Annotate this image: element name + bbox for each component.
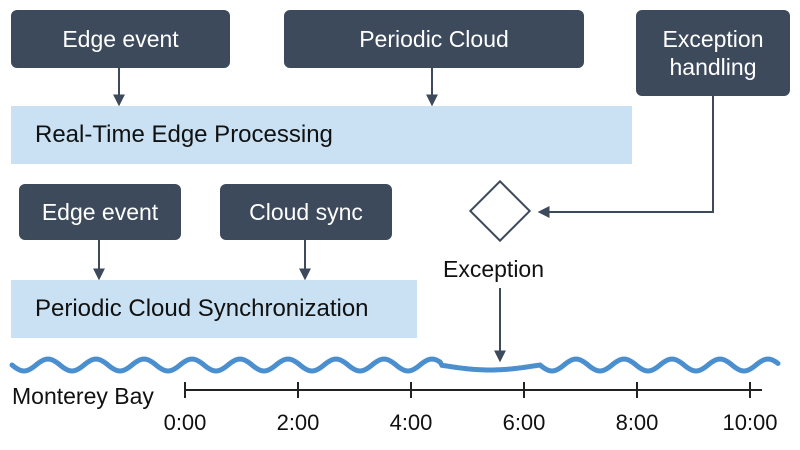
exception-handling-label-line2: handling <box>669 54 757 80</box>
arrow-exception-handling-to-decision <box>537 96 714 218</box>
exception-handling-label-line1: Exception <box>662 25 764 52</box>
edge-event-2-label: Edge event <box>41 198 159 225</box>
timeline-tick-label: 10:00 <box>722 410 778 435</box>
periodic-cloud-sync-band: Periodic Cloud Synchronization <box>11 280 417 338</box>
exception-decision-label: Exception <box>443 256 545 282</box>
edge-event-label: Edge event <box>62 25 179 52</box>
realtime-band-label: Real-Time Edge Processing <box>35 121 333 148</box>
timeline-tick-marks <box>184 382 751 398</box>
timeline-tick-label: 8:00 <box>615 410 659 435</box>
cloud-sync-node: Cloud sync <box>220 184 392 240</box>
cloud-sync-label: Cloud sync <box>249 198 363 225</box>
periodic-cloud-label: Periodic Cloud <box>359 25 509 52</box>
periodic-band-label: Periodic Cloud Synchronization <box>35 295 369 322</box>
exception-decision-diamond <box>468 179 532 243</box>
exception-handling-node: Exception handling <box>636 10 790 96</box>
ocean-wave-line <box>9 356 781 374</box>
timeline-tick-label: 0:00 <box>163 410 207 435</box>
timeline-tick-label: 2:00 <box>276 410 320 435</box>
timeline-tick-label: 6:00 <box>502 410 546 435</box>
realtime-edge-processing-band: Real-Time Edge Processing <box>11 106 632 164</box>
edge-event-node-2: Edge event <box>19 184 181 240</box>
periodic-cloud-node: Periodic Cloud <box>284 10 584 68</box>
timeline-tick-label: 4:00 <box>389 410 433 435</box>
edge-event-node: Edge event <box>11 10 230 68</box>
timeline-location-label: Monterey Bay <box>12 383 154 409</box>
